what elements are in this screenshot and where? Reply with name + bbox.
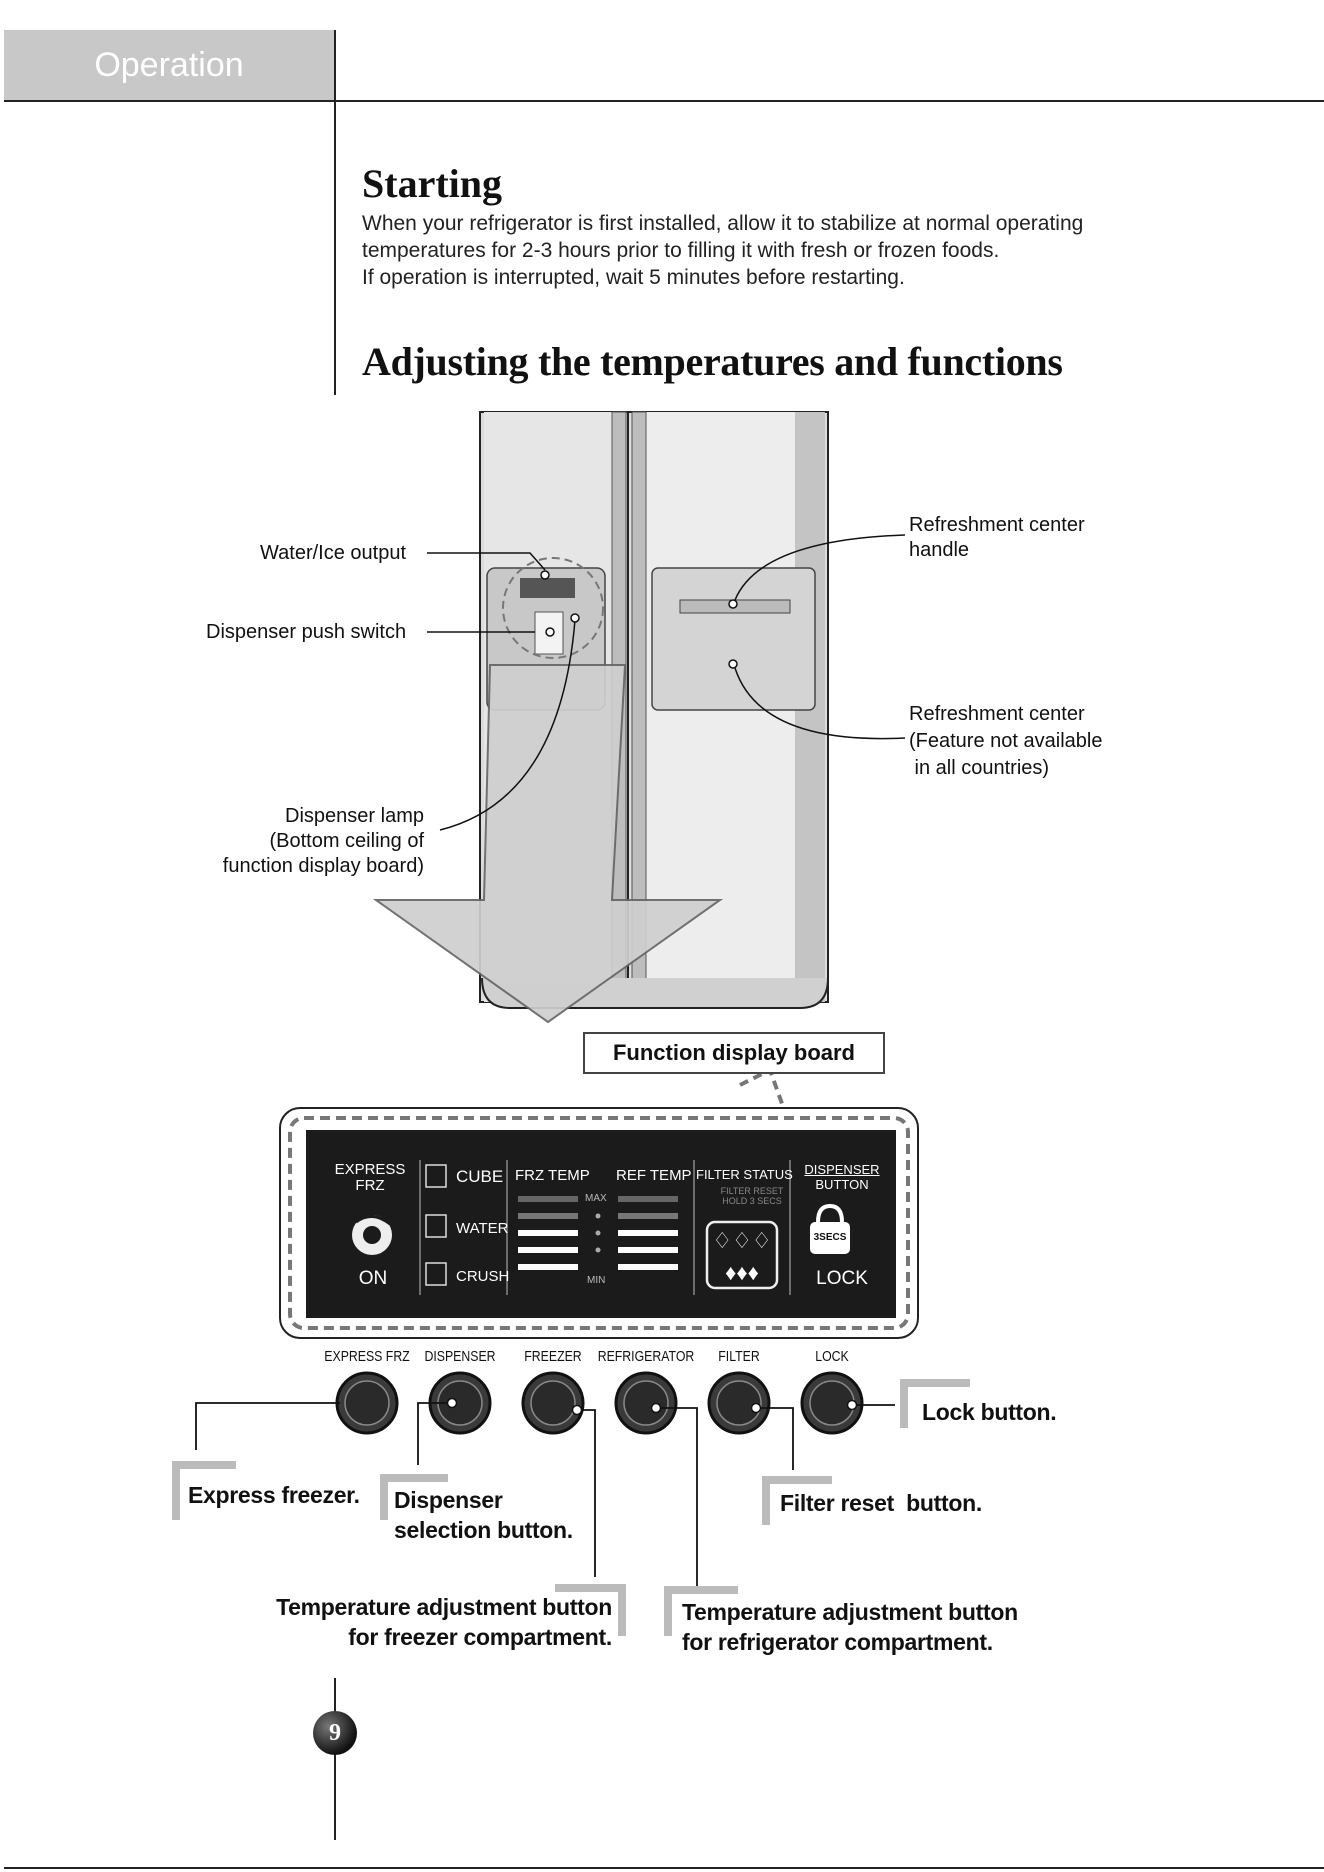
- express-on-label: ON: [358, 1268, 388, 1289]
- callout-rch-line-2: handle: [909, 539, 970, 561]
- max-label: MAX: [585, 1193, 607, 1204]
- callout-dispenser-lamp-line-2: (Bottom ceiling of: [269, 830, 424, 852]
- dispenser-button-label: DISPENSER BUTTON: [792, 1162, 892, 1192]
- adjusting-heading: Adjusting the temperatures and functions: [362, 339, 1063, 384]
- function-display-board-label: Function display board: [583, 1032, 885, 1074]
- caption-dispenser: DISPENSER: [424, 1348, 496, 1365]
- dispenser-button-line-2: BUTTON: [815, 1177, 869, 1192]
- callout-refreshment-center: Refreshment center (Feature not availabl…: [909, 701, 1102, 782]
- header-rule: [4, 100, 1324, 102]
- callout-filter-reset: Filter reset button.: [780, 1490, 982, 1516]
- filter-button[interactable]: [709, 1373, 769, 1433]
- margin-rule-top: [334, 30, 336, 395]
- callout-dispenser-selection: Dispenser selection button.: [394, 1485, 573, 1545]
- cube-label: CUBE: [456, 1167, 504, 1186]
- water-label: WATER: [456, 1220, 509, 1237]
- control-buttons: [335, 1371, 864, 1435]
- callout-dispenser-lamp-line-1: Dispenser lamp: [285, 805, 424, 827]
- callout-water-ice-output: Water/Ice output: [260, 542, 406, 564]
- starting-paragraph: When your refrigerator is first installe…: [362, 210, 1262, 291]
- filter-reset-line-1: FILTER RESET: [720, 1186, 784, 1196]
- callout-rc-line-3: in all countries): [909, 757, 1050, 779]
- callout-dispenser-lamp: Dispenser lamp (Bottom ceiling of functi…: [214, 804, 424, 879]
- starting-line-2: temperatures for 2-3 hours prior to fill…: [362, 239, 1000, 262]
- callout-freezer-temp: Temperature adjustment button for freeze…: [240, 1592, 612, 1652]
- express-frz-line-1: EXPRESS: [334, 1161, 406, 1178]
- callout-freezer-temp-line-1: Temperature adjustment button: [276, 1594, 612, 1620]
- callout-dispenser-line-1: Dispenser: [394, 1487, 503, 1513]
- svg-text:♢♢♢: ♢♢♢: [712, 1228, 771, 1253]
- callout-ref-temp: Temperature adjustment button for refrig…: [682, 1597, 1018, 1657]
- caption-express-frz: EXPRESS FRZ: [324, 1348, 410, 1365]
- callout-rc-line-1: Refreshment center: [909, 703, 1085, 725]
- starting-line-1: When your refrigerator is first installe…: [362, 212, 1084, 235]
- section-tab: [4, 30, 334, 100]
- down-arrow: [372, 664, 724, 1024]
- callout-refreshment-center-handle: Refreshment center handle: [909, 513, 1085, 563]
- express-frz-label: EXPRESS FRZ: [318, 1162, 422, 1194]
- callout-ref-temp-line-2: for refrigerator compartment.: [682, 1629, 993, 1655]
- caption-freezer: FREEZER: [524, 1348, 582, 1365]
- express-frz-button[interactable]: [337, 1373, 397, 1433]
- refrigerator-button[interactable]: [616, 1373, 676, 1433]
- dispenser-highlight-circle: [502, 557, 604, 659]
- callout-express-freezer: Express freezer.: [188, 1482, 360, 1508]
- caption-lock: LOCK: [815, 1348, 849, 1365]
- dispenser-button[interactable]: [430, 1373, 490, 1433]
- callout-dispenser-line-2: selection button.: [394, 1517, 573, 1543]
- ref-temp-label: REF TEMP: [616, 1167, 692, 1184]
- frz-temp-label: FRZ TEMP: [515, 1167, 590, 1184]
- filter-reset-hint: FILTER RESET HOLD 3 SECS: [712, 1186, 792, 1206]
- lock-panel-label: LOCK: [816, 1268, 868, 1289]
- dispenser-display: [520, 578, 575, 598]
- callout-freezer-temp-line-2: for freezer compartment.: [348, 1624, 612, 1650]
- caption-refrigerator: REFRIGERATOR: [597, 1348, 695, 1365]
- callout-ref-temp-line-1: Temperature adjustment button: [682, 1599, 1018, 1625]
- filter-status-label: FILTER STATUS: [696, 1167, 793, 1182]
- board-panel: [306, 1130, 896, 1318]
- express-frz-line-2: FRZ: [355, 1177, 385, 1194]
- section-tab-label: Operation: [94, 45, 244, 84]
- callout-dispenser-lamp-line-3: function display board): [222, 855, 424, 877]
- page-number: 9: [313, 1711, 357, 1755]
- three-secs-label: 3SECS: [813, 1232, 847, 1243]
- starting-line-3: If operation is interrupted, wait 5 minu…: [362, 266, 905, 289]
- callout-dispenser-push-switch: Dispenser push switch: [206, 621, 407, 643]
- callout-lock-button: Lock button.: [922, 1399, 1057, 1425]
- starting-heading: Starting: [362, 161, 502, 206]
- caption-filter: FILTER: [718, 1348, 760, 1365]
- crush-label: CRUSH: [456, 1268, 510, 1285]
- svg-text:♦♦♦: ♦♦♦: [725, 1260, 759, 1285]
- dispenser-button-line-1: DISPENSER: [804, 1162, 880, 1177]
- min-label: MIN: [587, 1275, 606, 1286]
- lock-button[interactable]: [802, 1373, 862, 1433]
- callout-rc-line-2: (Feature not available: [909, 730, 1103, 752]
- filter-reset-line-2: HOLD 3 SECS: [722, 1196, 782, 1206]
- callout-rch-line-1: Refreshment center: [909, 514, 1085, 536]
- freezer-button[interactable]: [523, 1373, 583, 1433]
- refreshment-center-door: [651, 567, 816, 711]
